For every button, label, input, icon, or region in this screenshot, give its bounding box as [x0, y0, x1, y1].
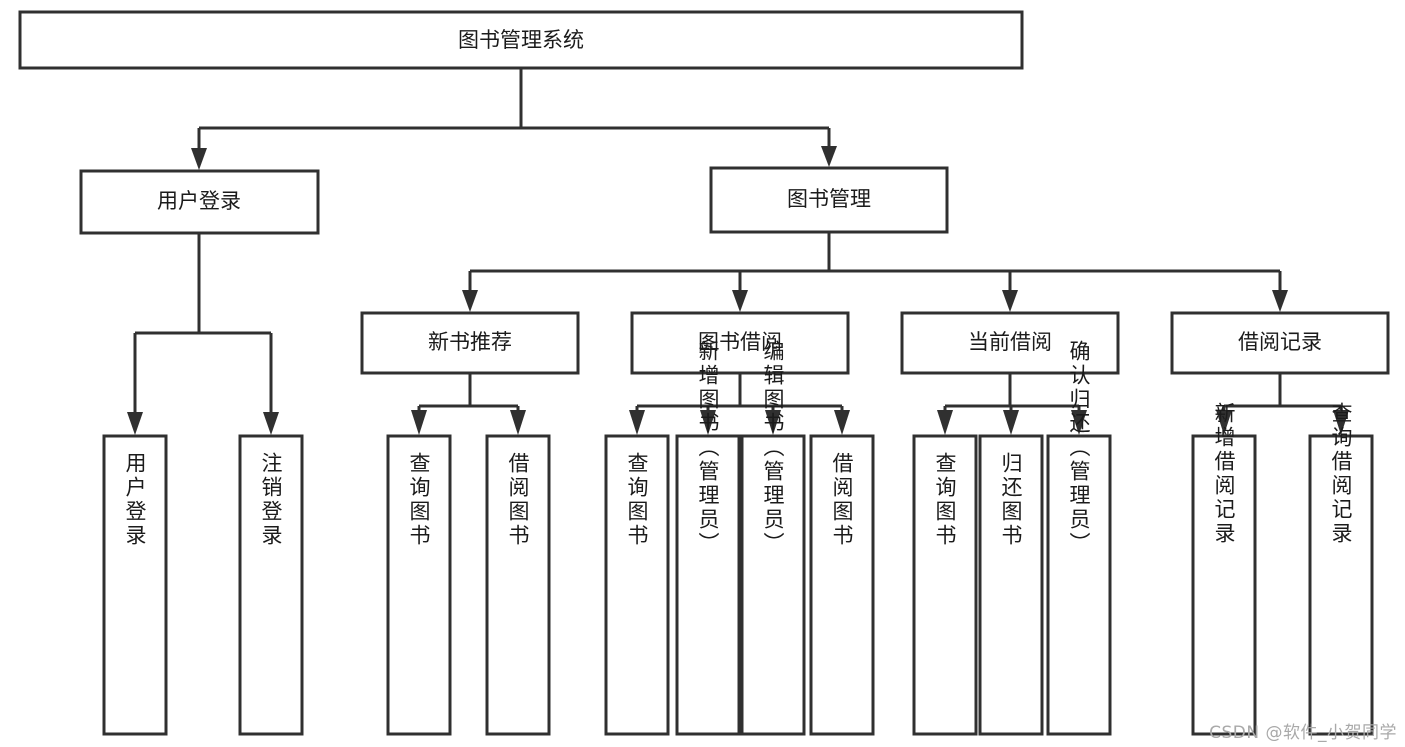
node-root-box[interactable] — [18, 10, 1024, 70]
node-leaf-query-record-box[interactable] — [1308, 434, 1374, 736]
node-leaf-confirm-return[interactable]: 确认归还（管理员） — [1046, 340, 1112, 736]
arrow-head-leaf-query-book-2 — [629, 410, 645, 435]
arrow-head-leaf-query-book-3 — [937, 410, 953, 435]
node-user-login-label: 用户登录 — [157, 189, 241, 213]
node-leaf-return-book[interactable]: 归还图书 — [978, 434, 1044, 736]
node-root-label: 图书管理系统 — [458, 28, 584, 52]
node-leaf-user-login-box[interactable] — [102, 434, 168, 736]
node-current-borrow[interactable]: 当前借阅 — [900, 311, 1120, 375]
node-book-manage[interactable]: 图书管理 — [709, 166, 949, 234]
node-leaf-edit-book-label: 编辑图书（管理员） — [761, 340, 785, 556]
node-borrow-record-box[interactable] — [1170, 311, 1390, 375]
node-book-manage-label: 图书管理 — [787, 187, 871, 211]
arrow-head-leaf-confirm-return — [1071, 410, 1087, 435]
node-root[interactable]: 图书管理系统 — [18, 10, 1024, 70]
csdn-watermark: CSDN @软件_小贺同学 — [1209, 723, 1397, 743]
node-leaf-user-logout-label: 注销登录 — [259, 452, 283, 548]
node-leaf-query-book-3[interactable]: 查询图书 — [912, 434, 978, 736]
node-leaf-return-book-label: 归还图书 — [999, 452, 1023, 548]
node-leaf-add-book-label: 新增图书（管理员） — [696, 340, 720, 556]
node-borrow-record-label: 借阅记录 — [1238, 330, 1322, 354]
node-leaf-add-record-box[interactable] — [1191, 434, 1257, 736]
node-leaf-query-book-1[interactable]: 查询图书 — [386, 434, 452, 736]
arrow-head-leaf-query-record — [1333, 410, 1349, 435]
node-leaf-user-login-label: 用户登录 — [123, 452, 147, 548]
node-leaf-borrow-book-1-box[interactable] — [485, 434, 551, 736]
node-user-login-box[interactable] — [79, 169, 320, 235]
node-book-borrow-box[interactable] — [630, 311, 850, 375]
arrow-head-book-borrow — [732, 290, 748, 312]
node-leaf-query-book-3-box[interactable] — [912, 434, 978, 736]
arrow-head-new-book-recommend — [462, 290, 478, 312]
node-leaf-add-book-box[interactable] — [675, 434, 741, 736]
node-new-book-recommend-label: 新书推荐 — [428, 330, 512, 354]
node-leaf-return-book-box[interactable] — [978, 434, 1044, 736]
node-borrow-record[interactable]: 借阅记录 — [1170, 311, 1390, 375]
node-current-borrow-label: 当前借阅 — [968, 330, 1052, 354]
arrow-head-leaf-query-book-1 — [411, 410, 427, 435]
node-leaf-borrow-book-1-label: 借阅图书 — [506, 452, 530, 548]
arrow-head-current-borrow — [1002, 290, 1018, 312]
node-leaf-borrow-book-2[interactable]: 借阅图书 — [809, 434, 875, 736]
node-book-borrow[interactable]: 图书借阅 — [630, 311, 850, 375]
node-current-borrow-box[interactable] — [900, 311, 1120, 375]
node-leaf-query-book-2-label: 查询图书 — [625, 452, 649, 548]
node-leaf-user-logout[interactable]: 注销登录 — [238, 434, 304, 736]
arrow-head-leaf-edit-book — [765, 410, 781, 435]
node-leaf-query-record[interactable]: 查询借阅记录 — [1308, 402, 1374, 736]
node-leaf-confirm-return-label: 确认归还（管理员） — [1067, 340, 1091, 556]
connector-layer — [127, 68, 1349, 435]
arrow-head-leaf-return-book — [1003, 410, 1019, 435]
node-leaf-edit-book[interactable]: 编辑图书（管理员） — [740, 340, 806, 736]
node-leaf-query-book-2-box[interactable] — [604, 434, 670, 736]
node-leaf-query-book-1-box[interactable] — [386, 434, 452, 736]
node-leaf-query-book-3-label: 查询图书 — [933, 452, 957, 548]
node-leaf-add-record-label: 新增借阅记录 — [1212, 402, 1236, 546]
node-leaf-edit-book-box[interactable] — [740, 434, 806, 736]
node-leaf-borrow-book-2-label: 借阅图书 — [830, 452, 854, 548]
node-leaf-user-logout-box[interactable] — [238, 434, 304, 736]
node-leaf-query-book-1-label: 查询图书 — [407, 452, 431, 548]
node-leaf-borrow-book-2-box[interactable] — [809, 434, 875, 736]
arrow-head-book-manage — [821, 146, 837, 167]
node-leaf-add-record[interactable]: 新增借阅记录 — [1191, 402, 1257, 736]
arrow-head-leaf-user-login — [127, 412, 143, 435]
node-new-book-recommend-box[interactable] — [360, 311, 580, 375]
node-leaf-borrow-book-1[interactable]: 借阅图书 — [485, 434, 551, 736]
arrow-head-leaf-user-logout — [263, 412, 279, 435]
arrow-head-user-login — [191, 148, 207, 170]
node-new-book-recommend[interactable]: 新书推荐 — [360, 311, 580, 375]
node-leaf-user-login[interactable]: 用户登录 — [102, 434, 168, 736]
arrow-head-leaf-borrow-book-1 — [510, 410, 526, 435]
node-user-login[interactable]: 用户登录 — [79, 169, 320, 235]
arrow-head-borrow-record — [1272, 290, 1288, 312]
node-leaf-query-book-2[interactable]: 查询图书 — [604, 434, 670, 736]
node-book-borrow-label: 图书借阅 — [698, 330, 782, 354]
node-book-manage-box[interactable] — [709, 166, 949, 234]
node-leaf-add-book[interactable]: 新增图书（管理员） — [675, 340, 741, 736]
node-leaf-query-record-label: 查询借阅记录 — [1329, 402, 1353, 546]
arrow-head-leaf-add-book — [700, 410, 716, 435]
arrow-head-leaf-borrow-book-2 — [834, 410, 850, 435]
arrow-head-leaf-add-record — [1216, 410, 1232, 435]
node-leaf-confirm-return-box[interactable] — [1046, 434, 1112, 736]
